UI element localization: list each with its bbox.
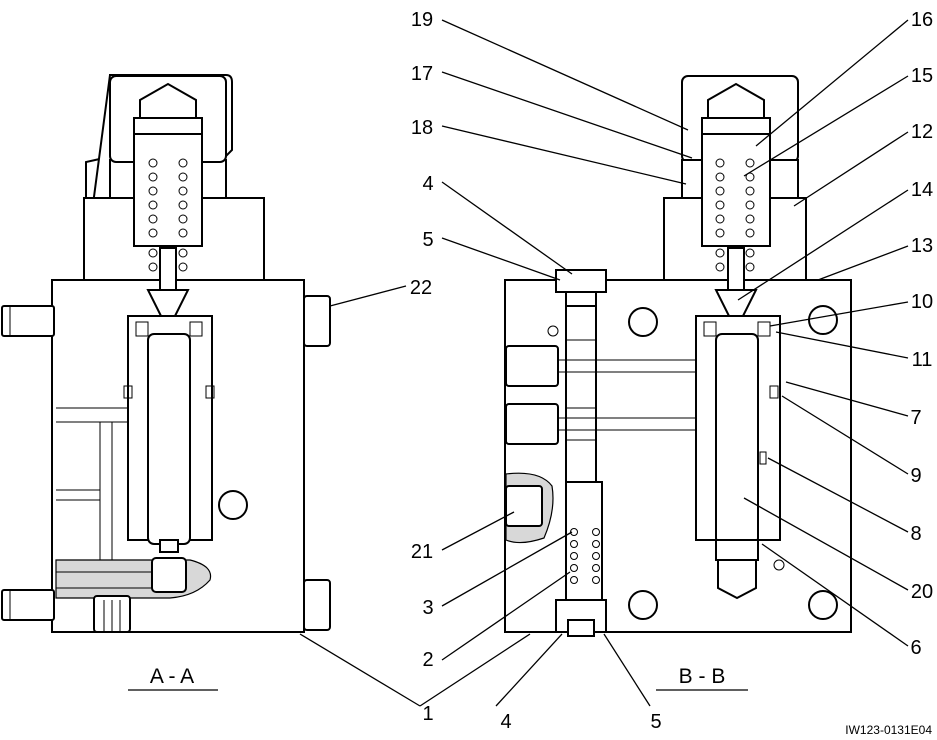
callout-17: 17 [411,63,433,85]
plug-22 [303,295,331,347]
callout-11: 11 [912,349,933,371]
section-view-b-b: B - B [504,75,852,691]
section-label-b-b: B - B [679,665,726,688]
left-fitting-bottom [1,589,55,621]
callout-5-bottom: 5 [650,711,661,733]
callout-2: 2 [422,649,433,671]
callout-8: 8 [910,523,921,545]
callout-22: 22 [410,277,432,299]
callout-16: 16 [911,9,933,31]
section-label-a-a: A - A [150,665,194,688]
callout-15: 15 [911,65,933,87]
spring-2 [570,528,600,584]
left-fitting-top [1,305,55,337]
callout-19: 19 [411,9,433,31]
callout-5-top: 5 [422,229,433,251]
callout-4-top: 4 [422,173,433,195]
plug-4-top [555,269,607,293]
callout-10: 10 [911,291,933,313]
plug-21 [505,485,543,527]
spool-b [715,333,759,545]
callout-3: 3 [422,597,433,619]
callout-1: 1 [422,703,433,725]
spring-b [715,158,755,272]
callout-6: 6 [910,637,921,659]
callout-4-bottom: 4 [500,711,511,733]
callout-18: 18 [411,117,433,139]
callout-20: 20 [911,581,933,603]
valve-body-b [504,279,852,633]
callout-numbers: 19 17 18 4 5 16 15 12 14 13 22 10 11 7 9… [410,9,933,733]
section-view-a-a: A - A [1,74,331,691]
callout-21: 21 [411,541,433,563]
center-spool [565,305,597,483]
spool-a [147,333,191,545]
callout-14: 14 [911,179,933,201]
callout-13: 13 [911,235,933,257]
plug-right-bottom [303,579,331,631]
callout-9: 9 [910,465,921,487]
drawing-code: IW123-0131E04 [845,723,932,737]
spring-a [148,158,188,272]
callout-7: 7 [910,407,921,429]
leader-lines [299,19,909,707]
callout-12: 12 [911,121,933,143]
